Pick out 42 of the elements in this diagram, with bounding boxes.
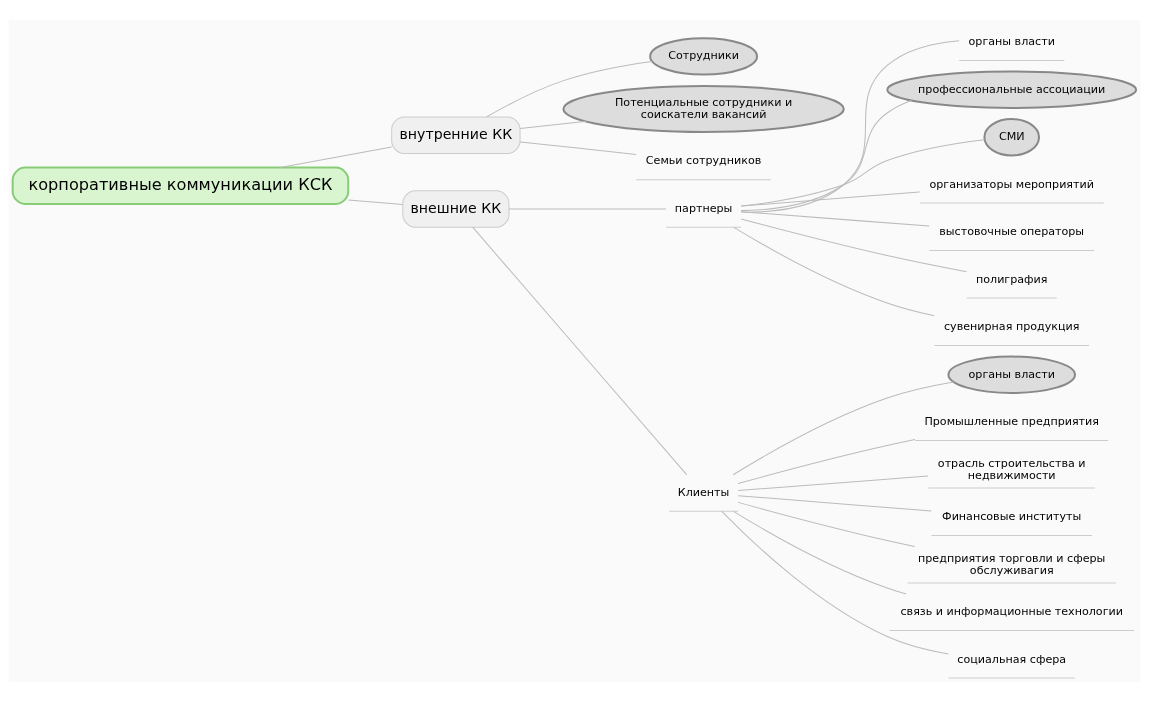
- connector: [737, 439, 916, 485]
- connector: [740, 40, 960, 213]
- connector: [740, 211, 930, 227]
- connector: [737, 501, 916, 548]
- node-text: сувенирная продукция: [944, 320, 1080, 334]
- connector: [721, 510, 949, 655]
- connector: [733, 226, 935, 317]
- node-text: Семьи сотрудников: [645, 154, 762, 168]
- node-ellipse: Сотрудники: [649, 37, 758, 76]
- node-text: Промышленные предприятия: [924, 415, 1099, 429]
- connector: [472, 226, 688, 476]
- connector: [519, 141, 637, 155]
- node-text: Финансовые институты: [942, 510, 1082, 524]
- connector: [740, 218, 968, 273]
- node-text: партнеры: [674, 201, 733, 215]
- node-text: предприятия торговли и сферы обслуживагия: [918, 551, 1106, 577]
- connector: [279, 146, 393, 168]
- node-ellipse: Потенциальные сотрудники и соискатели вакансий: [562, 84, 845, 133]
- node-text: выстовочные операторы: [939, 225, 1085, 239]
- node-text: социальная сфера: [957, 652, 1067, 666]
- connector: [732, 510, 907, 595]
- node-text: связь и информационные технологии: [900, 605, 1123, 619]
- node-ellipse: СМИ: [983, 118, 1040, 157]
- connector: [737, 495, 932, 512]
- node-ellipse: органы власти: [947, 355, 1076, 394]
- connector: [519, 120, 587, 129]
- connector: [737, 475, 929, 491]
- node-text: отрасль строительства и недвижимости: [937, 456, 1086, 482]
- node-text: Клиенты: [677, 485, 730, 499]
- connector: [740, 139, 985, 207]
- connector: [740, 100, 912, 212]
- node-text: организаторы мероприятий: [929, 177, 1094, 191]
- node-box: корпоративные коммуникации КСК: [11, 166, 350, 205]
- node-text: полиграфия: [975, 272, 1048, 286]
- node-ellipse: профессиональные ассоциации: [886, 70, 1138, 109]
- connector: [486, 60, 653, 118]
- node-box: внутренние КК: [391, 116, 521, 154]
- node-text: органы власти: [968, 35, 1055, 49]
- node-box: внешние КК: [402, 190, 510, 228]
- connector: [732, 381, 954, 476]
- connector: [740, 191, 921, 207]
- connector: [347, 199, 404, 206]
